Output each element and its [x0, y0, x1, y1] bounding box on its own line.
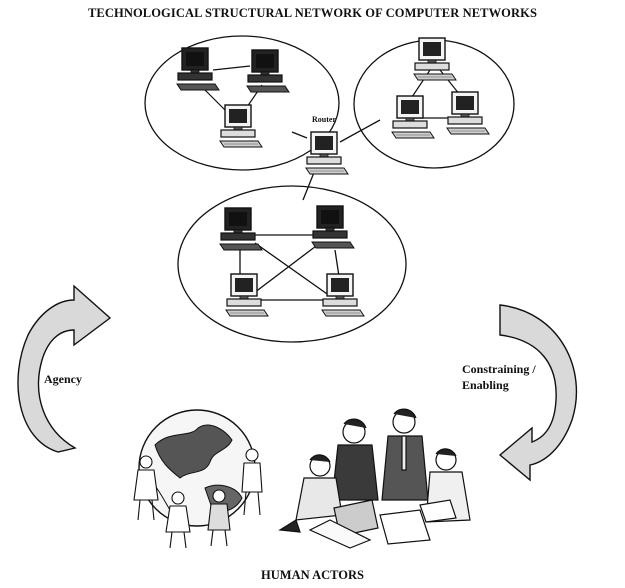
router-label: Router — [312, 115, 336, 124]
desktop-computer-icon — [219, 104, 263, 148]
desktop-computer-icon — [413, 37, 457, 81]
desktop-computer-icon — [321, 273, 365, 317]
desktop-computer-icon — [219, 207, 263, 251]
agency-label: Agency — [44, 372, 82, 386]
network-cluster-bottom — [177, 185, 407, 343]
desktop-computer-icon — [225, 273, 269, 317]
curved-arrow-icon — [17, 284, 112, 453]
constraining-enabling-label: Constraining / Enabling — [462, 362, 536, 392]
desktop-computer-icon — [446, 91, 490, 135]
desktop-computer-icon — [176, 47, 220, 91]
curved-arrow-icon — [498, 304, 578, 482]
globe-with-people-icon — [133, 409, 263, 549]
desktop-computer-icon — [391, 95, 435, 139]
human-actors-title: HUMAN ACTORS — [261, 568, 364, 582]
business-people-icon — [278, 408, 471, 549]
diagram-title: TECHNOLOGICAL STRUCTURAL NETWORK OF COMP… — [88, 6, 537, 20]
network-cluster-left — [144, 35, 340, 171]
router-computer-icon — [305, 131, 349, 175]
desktop-computer-icon — [246, 49, 290, 93]
desktop-computer-icon — [311, 205, 355, 249]
